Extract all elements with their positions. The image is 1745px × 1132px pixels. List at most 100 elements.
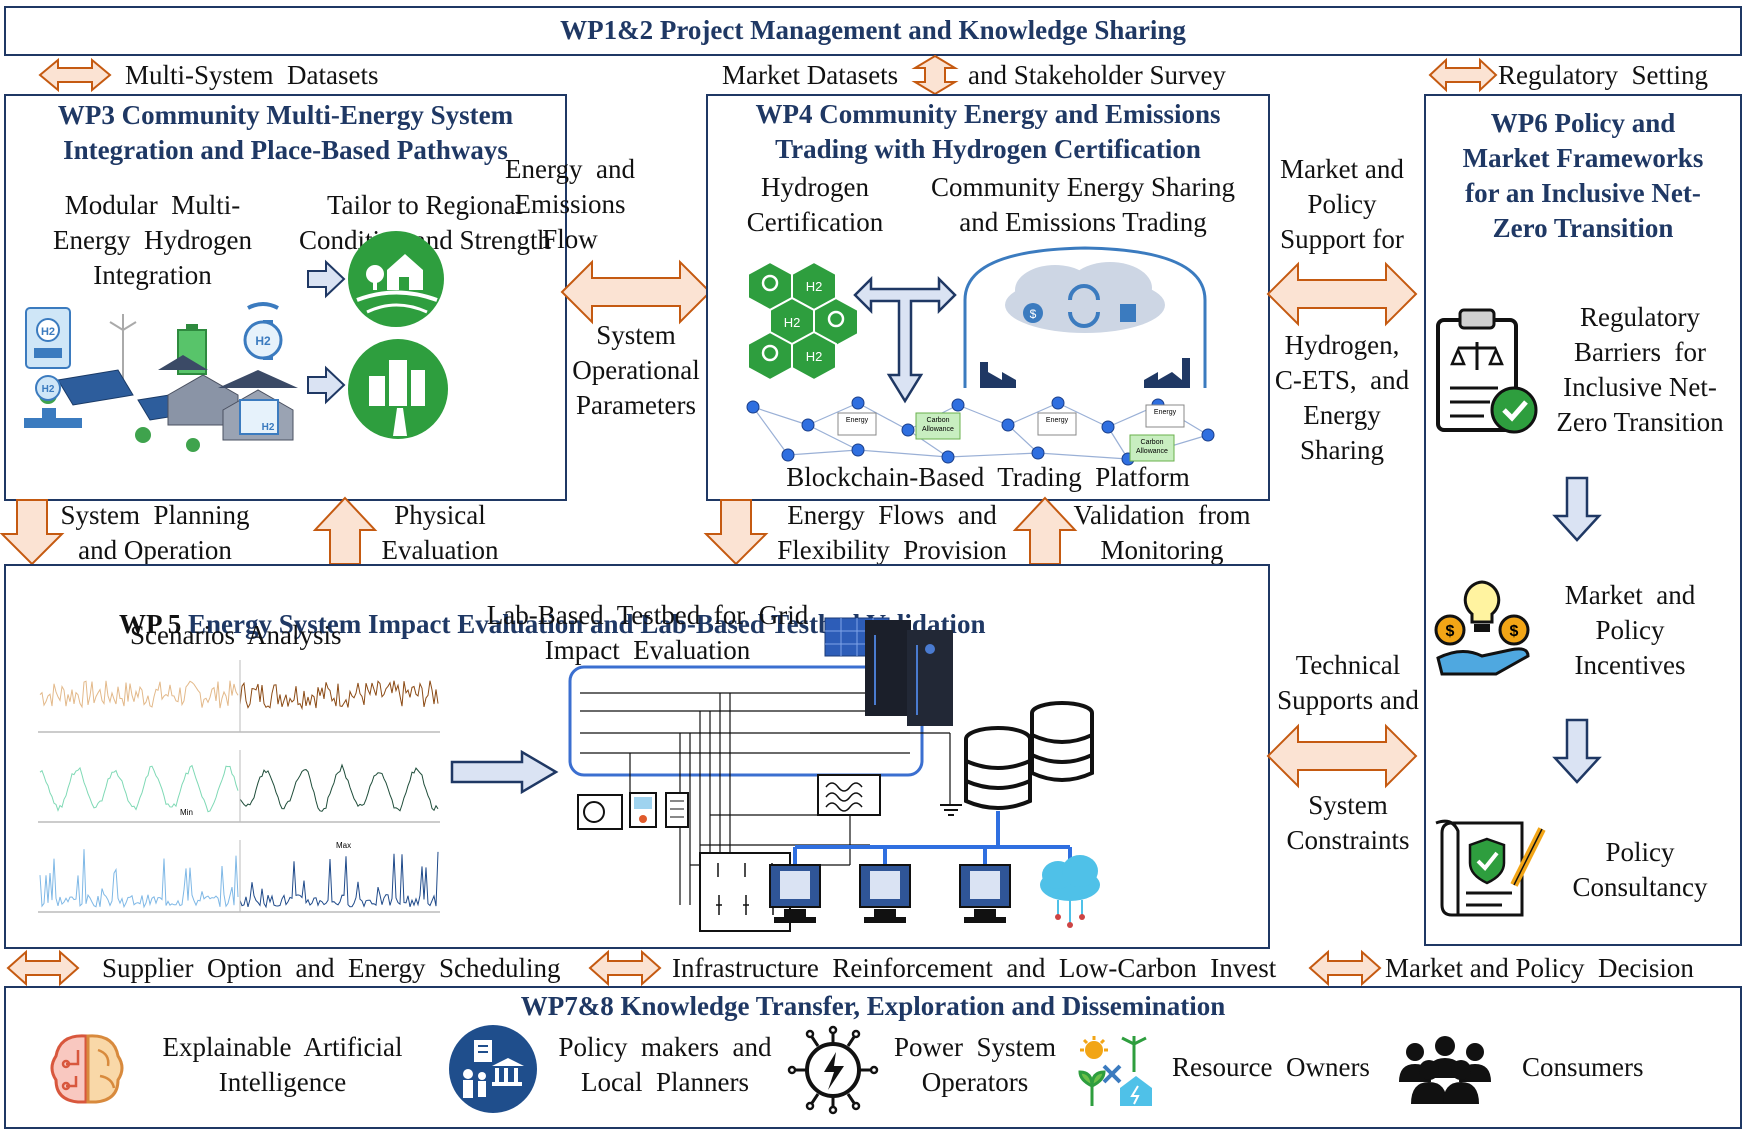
policy-makers-label: Policy makers and Local Planners <box>555 1030 775 1100</box>
svg-text:$: $ <box>1446 623 1455 640</box>
params-l1: System <box>596 320 676 350</box>
wp4-sharing-label: Community Energy Sharing and Emissions T… <box>898 170 1268 240</box>
pso-l1: Power System <box>894 1032 1056 1062</box>
scenario-panel-1 <box>38 660 440 733</box>
database-icon <box>964 701 1094 810</box>
carbon-tag-2-l1: Carbon <box>1141 439 1164 446</box>
xai-l1: Explainable Artificial <box>162 1032 403 1062</box>
power-operator-icon <box>787 1025 879 1115</box>
h2cets-l4: Sharing <box>1300 435 1384 465</box>
flows-l1: Energy Flows and <box>787 500 997 530</box>
wp3-modular-l2: Energy Hydrogen <box>53 225 252 255</box>
energy-tag-3-text: Energy <box>1154 409 1177 416</box>
h2cets-l3: Energy <box>1303 400 1381 430</box>
wp6-regulatory-barriers: Regulatory Barriers for Inclusive Net- Z… <box>1545 300 1735 440</box>
wp6-down-arrow-2 <box>1552 718 1602 784</box>
wp3-tailor-l1: Tailor to Regional <box>326 190 524 220</box>
wp5-title-rest: Energy System Impact Evaluation and Lab-… <box>188 609 986 639</box>
wp6-market-incentives: Market and Policy Incentives <box>1545 578 1715 683</box>
updown-arrow-infra <box>588 949 662 987</box>
label-market-datasets: Market Datasets <box>722 60 899 90</box>
label-market-policy-support: Market and Policy Support for <box>1268 152 1416 257</box>
item1-l3: Inclusive Net- <box>1563 372 1717 402</box>
physical-l2: Evaluation <box>381 535 499 565</box>
down-arrow-planning <box>0 499 65 566</box>
cert-l2: Certification <box>746 207 884 237</box>
energy-tag-2: Energy <box>1037 412 1077 436</box>
svg-text:H2: H2 <box>255 334 271 348</box>
emissions-trading-cloud: $ <box>963 246 1207 388</box>
item1-l4: Zero Transition <box>1556 407 1724 437</box>
wp78-box <box>4 986 1742 1129</box>
workstation-icon-3 <box>959 864 1011 923</box>
hex-h2-label-3: H2 <box>806 349 823 364</box>
factory-left-icon <box>980 362 1016 388</box>
carbon-tag-1-l1: Carbon <box>927 417 950 424</box>
svg-text:H2: H2 <box>41 326 55 338</box>
flow-l2: Emissions <box>514 189 626 219</box>
regulatory-clipboard-icon <box>1436 308 1538 434</box>
label-stakeholder-survey: and Stakeholder Survey <box>968 60 1226 90</box>
svg-text:H2: H2 <box>42 384 55 395</box>
item3-l2: Consultancy <box>1572 872 1708 902</box>
scenario-series-2-2 <box>239 763 439 812</box>
exchange-icon <box>1068 284 1100 328</box>
t-arrow-icon <box>853 275 957 404</box>
wp6-policy-consultancy: Policy Consultancy <box>1560 835 1720 905</box>
energy-tag-1-text: Energy <box>846 417 869 424</box>
double-arrow-icon <box>38 57 112 93</box>
hex-h2-label-1: H2 <box>806 279 823 294</box>
workstation-icon-2 <box>859 864 911 923</box>
wind-turbine-icon <box>109 314 137 380</box>
label-infrastructure: Infrastructure Reinforcement and Low-Car… <box>672 953 1277 983</box>
updown-arrow-wp6 <box>1428 57 1498 93</box>
up-arrow-physical <box>312 496 378 565</box>
wp12-box <box>4 6 1742 56</box>
resource-owners-label: Resource Owners <box>1172 1052 1370 1082</box>
energy-tag-3: Energy <box>1145 404 1185 428</box>
flow-l1: Energy and <box>505 154 635 184</box>
control-panel-icon <box>665 792 689 828</box>
item3-l1: Policy <box>1605 837 1675 867</box>
svg-text:H2: H2 <box>262 422 275 433</box>
label-system-planning: System Planning and Operation <box>50 498 260 568</box>
label-system-constraints: System Constraints <box>1268 788 1428 858</box>
policymakers-l2: Local Planners <box>581 1067 749 1097</box>
carbon-tag-1-l2: Allowance <box>922 426 954 433</box>
item2-l2: Policy <box>1595 615 1665 645</box>
meter-device-icon <box>629 792 657 828</box>
label-system-operational-parameters: System Operational Parameters <box>562 318 710 423</box>
support-l3: Support for <box>1280 224 1404 254</box>
label-energy-emissions-flow: Energy and Emissions Flow <box>500 152 640 257</box>
scenario-panel-2 <box>38 750 440 823</box>
max-annotation: Max <box>336 841 351 850</box>
policy-document-icon <box>1435 819 1546 917</box>
blockchain-platform-label: Blockchain-Based Trading Platform <box>786 462 1190 492</box>
svg-text:$: $ <box>1510 623 1519 640</box>
wp5-wp6-double-arrow <box>1266 723 1418 789</box>
cons-l2: Constraints <box>1286 825 1410 855</box>
up-arrow-validation <box>1012 496 1078 565</box>
ground-icon <box>940 804 962 816</box>
item1-l1: Regulatory <box>1580 302 1700 332</box>
carbon-tag-2-l2: Allowance <box>1136 448 1168 455</box>
label-hydrogen-cets: Hydrogen, C-ETS, and Energy Sharing <box>1268 328 1416 468</box>
scenario-series-1-1 <box>39 680 239 709</box>
factory-right-icon <box>1144 358 1190 388</box>
wp3-modular-l1: Modular Multi- <box>64 190 241 220</box>
market-incentive-icon: $ $ <box>1434 580 1530 676</box>
label-validation: Validation from Monitoring <box>1072 498 1252 568</box>
item2-l1: Market and <box>1564 580 1696 610</box>
consumers-label: Consumers <box>1522 1052 1644 1082</box>
wp4-title-line1: WP4 Community Energy and Emissions <box>755 99 1221 129</box>
h2-certificate-hexagons: H2 H2 H2 <box>747 260 859 382</box>
updown-arrow-market <box>1308 949 1382 987</box>
pso-l2: Operators <box>921 1067 1029 1097</box>
tech-l1: Technical <box>1295 650 1401 680</box>
cons-l1: System <box>1308 790 1388 820</box>
label-multi-system-datasets: Multi-System Datasets <box>125 60 379 90</box>
updown-arrow-wp3 <box>38 57 112 93</box>
wp4-hydrogen-cert-label: Hydrogen Certification <box>735 170 895 240</box>
